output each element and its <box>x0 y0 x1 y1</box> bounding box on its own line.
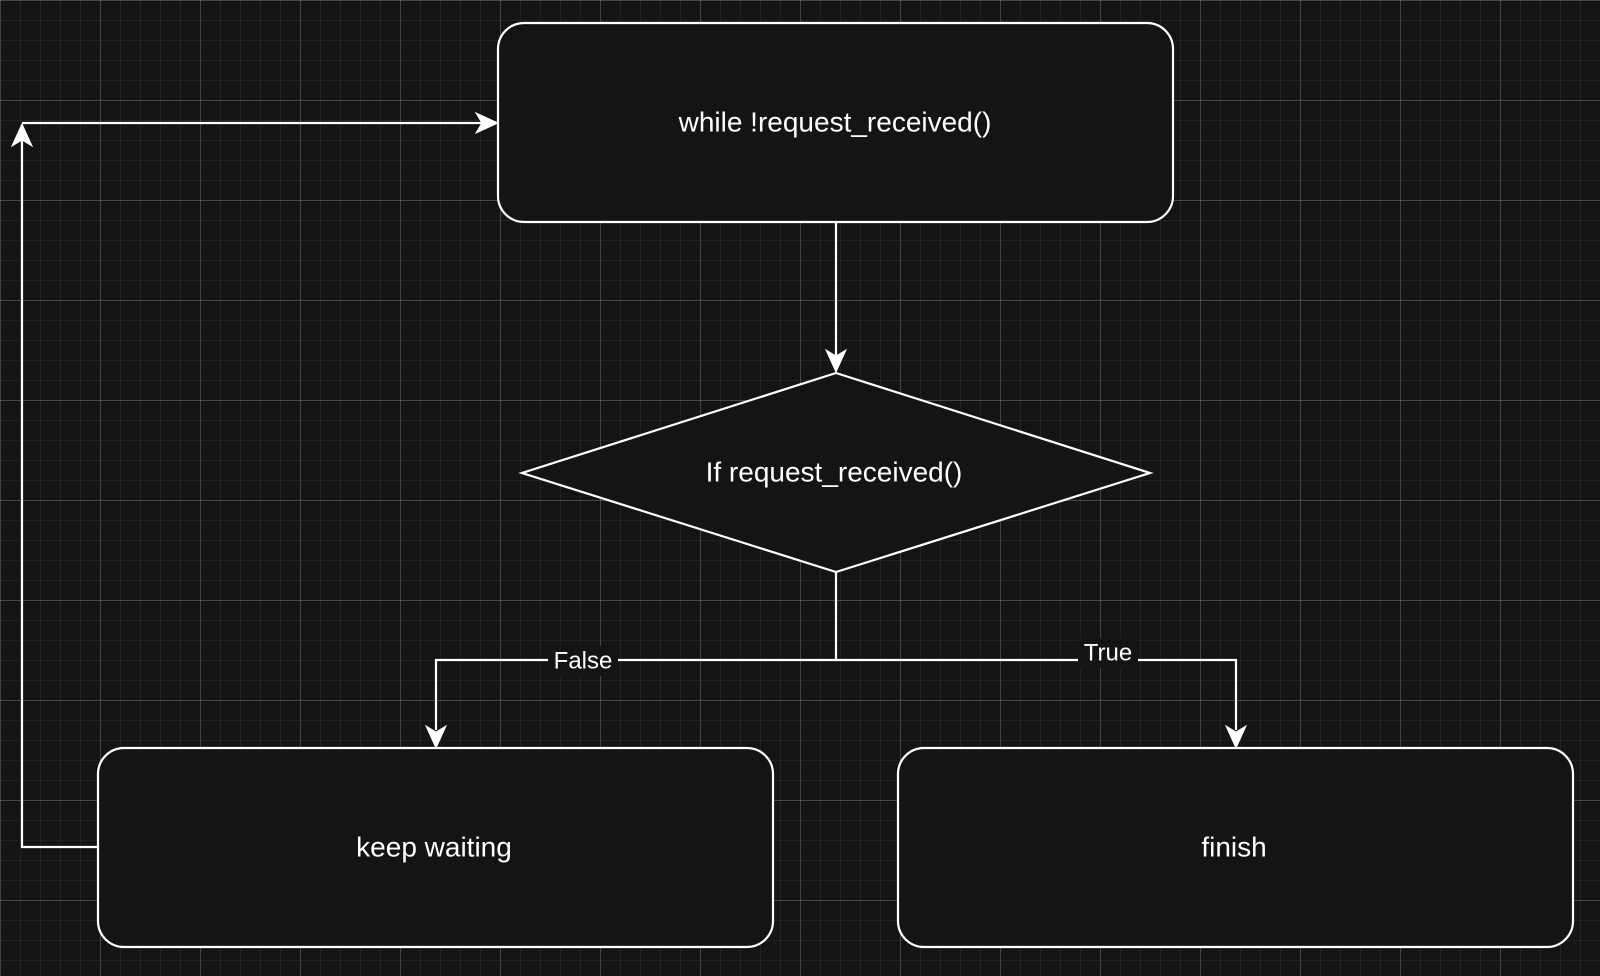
node-while-loop[interactable]: while !request_received() <box>496 21 1175 224</box>
edge-label-true: True <box>1084 640 1132 667</box>
node-label: keep waiting <box>356 832 512 863</box>
node-label: If request_received() <box>706 457 963 488</box>
arrowhead-up-icon <box>10 122 34 148</box>
arrowhead-down-icon <box>824 348 848 374</box>
edge-label-false: False <box>554 648 613 675</box>
edge-true-branch[interactable]: True <box>836 638 1248 750</box>
edge-false-branch[interactable]: False <box>424 572 838 750</box>
arrowhead-right-icon <box>474 111 500 135</box>
arrowhead-down-icon <box>1224 724 1248 750</box>
arrowhead-down-icon <box>424 724 448 750</box>
edge-loop-back <box>10 111 500 849</box>
node-label: while !request_received() <box>678 107 992 138</box>
node-finish[interactable]: finish <box>896 746 1575 949</box>
node-label: finish <box>1201 832 1266 863</box>
node-keep-waiting[interactable]: keep waiting <box>96 746 775 949</box>
edge-while-to-decision <box>824 222 848 374</box>
node-decision[interactable]: If request_received() <box>518 371 1154 574</box>
